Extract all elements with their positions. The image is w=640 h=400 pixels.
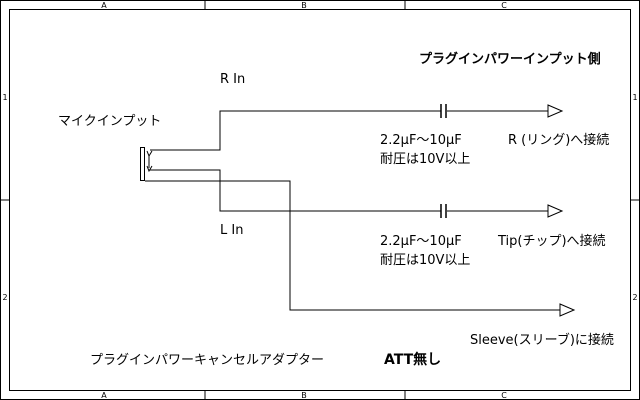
title-main: プラグインパワーキャンセルアダプター (90, 353, 324, 368)
ruler-col-bottom-b: B (301, 391, 307, 400)
ruler-row-right-2: 2 (632, 293, 637, 302)
arrow-l-tip (547, 204, 564, 218)
mic-input-label: マイクインプット (58, 114, 161, 129)
arrow-sleeve (559, 303, 576, 317)
cap-r-value: 2.2μF～10μF (380, 133, 462, 148)
arrow-r-ring (547, 104, 564, 118)
jack-symbol (140, 147, 153, 181)
cap-l-voltage: 耐圧は10V以上 (380, 253, 470, 268)
l-channel-wire (150, 169, 548, 212)
cap-l-value: 2.2μF～10μF (380, 234, 462, 249)
sleeve-wire (145, 180, 560, 311)
out-ring-label: R (リング)へ接続 (508, 132, 609, 148)
ruler-col-top-c: C (501, 1, 507, 10)
cap-r-voltage: 耐圧は10V以上 (380, 152, 470, 167)
inner-frame (9, 9, 631, 391)
r-in-label: R In (220, 72, 245, 87)
r-channel-wire (150, 110, 548, 151)
ruler-row-left-1: 1 (2, 93, 7, 102)
out-tip-label: Tip(チップ)へ接続 (497, 233, 606, 249)
capacitor-l (440, 204, 447, 218)
ruler-col-bottom-c: C (501, 391, 507, 400)
ruler-col-top-a: A (101, 1, 107, 10)
l-in-label: L In (220, 223, 243, 238)
title-att: ATT無し (384, 351, 441, 368)
capacitor-r (440, 104, 447, 118)
plugin-side-label: プラグインパワーインプット側 (419, 51, 601, 67)
ruler-row-left-2: 2 (2, 293, 7, 302)
ruler-col-bottom-a: A (101, 391, 107, 400)
out-sleeve-label: Sleeve(スリーブ)に接続 (470, 332, 614, 348)
ruler-row-right-1: 1 (632, 93, 637, 102)
ruler-col-top-b: B (301, 1, 307, 10)
